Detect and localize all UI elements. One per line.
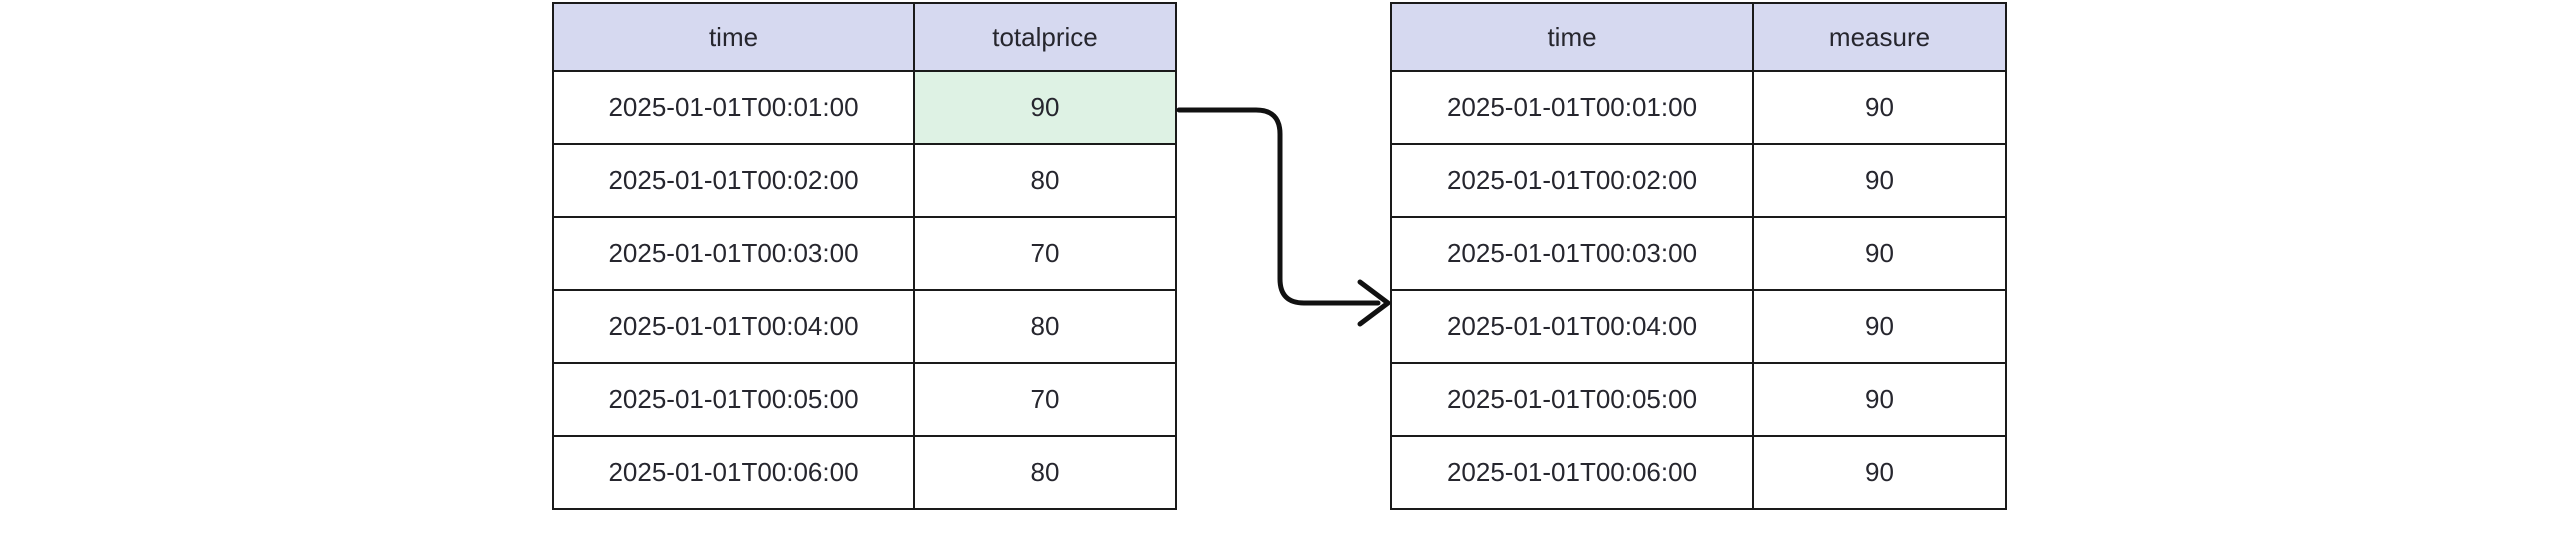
table-row: 2025-01-01T00:04:00 80 bbox=[552, 289, 1177, 364]
value-cell: 70 bbox=[913, 216, 1177, 291]
value-cell: 90 bbox=[1752, 435, 2007, 510]
value-cell: 70 bbox=[913, 362, 1177, 437]
value-cell: 80 bbox=[913, 435, 1177, 510]
table-row: 2025-01-01T00:01:00 90 bbox=[1390, 70, 2007, 145]
source-header-row: time totalprice bbox=[552, 2, 1177, 72]
time-cell: 2025-01-01T00:02:00 bbox=[552, 143, 915, 218]
result-col-header-measure: measure bbox=[1752, 2, 2007, 72]
time-cell: 2025-01-01T00:01:00 bbox=[552, 70, 915, 145]
time-cell: 2025-01-01T00:04:00 bbox=[1390, 289, 1754, 364]
table-row: 2025-01-01T00:03:00 90 bbox=[1390, 216, 2007, 291]
highlighted-value-cell: 90 bbox=[913, 70, 1177, 145]
table-row: 2025-01-01T00:02:00 90 bbox=[1390, 143, 2007, 218]
source-table: time totalprice 2025-01-01T00:01:00 90 2… bbox=[552, 2, 1177, 510]
value-cell: 80 bbox=[913, 143, 1177, 218]
result-table: time measure 2025-01-01T00:01:00 90 2025… bbox=[1390, 2, 2007, 510]
time-cell: 2025-01-01T00:03:00 bbox=[1390, 216, 1754, 291]
source-col-header-time: time bbox=[552, 2, 915, 72]
table-row: 2025-01-01T00:01:00 90 bbox=[552, 70, 1177, 145]
time-cell: 2025-01-01T00:04:00 bbox=[552, 289, 915, 364]
value-cell: 90 bbox=[1752, 362, 2007, 437]
value-cell: 90 bbox=[1752, 70, 2007, 145]
table-row: 2025-01-01T00:06:00 80 bbox=[552, 435, 1177, 510]
result-col-header-time: time bbox=[1390, 2, 1754, 72]
time-cell: 2025-01-01T00:05:00 bbox=[1390, 362, 1754, 437]
table-row: 2025-01-01T00:02:00 80 bbox=[552, 143, 1177, 218]
table-row: 2025-01-01T00:03:00 70 bbox=[552, 216, 1177, 291]
table-row: 2025-01-01T00:06:00 90 bbox=[1390, 435, 2007, 510]
result-header-row: time measure bbox=[1390, 2, 2007, 72]
table-row: 2025-01-01T00:05:00 90 bbox=[1390, 362, 2007, 437]
flow-arrow-line bbox=[1176, 107, 1381, 306]
time-cell: 2025-01-01T00:05:00 bbox=[552, 362, 915, 437]
table-row: 2025-01-01T00:05:00 70 bbox=[552, 362, 1177, 437]
value-cell: 80 bbox=[913, 289, 1177, 364]
time-cell: 2025-01-01T00:01:00 bbox=[1390, 70, 1754, 145]
arrowhead-icon bbox=[1357, 279, 1391, 327]
table-row: 2025-01-01T00:04:00 90 bbox=[1390, 289, 2007, 364]
source-col-header-totalprice: totalprice bbox=[913, 2, 1177, 72]
value-cell: 90 bbox=[1752, 289, 2007, 364]
value-cell: 90 bbox=[1752, 216, 2007, 291]
time-cell: 2025-01-01T00:03:00 bbox=[552, 216, 915, 291]
time-cell: 2025-01-01T00:02:00 bbox=[1390, 143, 1754, 218]
time-cell: 2025-01-01T00:06:00 bbox=[552, 435, 915, 510]
time-cell: 2025-01-01T00:06:00 bbox=[1390, 435, 1754, 510]
value-cell: 90 bbox=[1752, 143, 2007, 218]
